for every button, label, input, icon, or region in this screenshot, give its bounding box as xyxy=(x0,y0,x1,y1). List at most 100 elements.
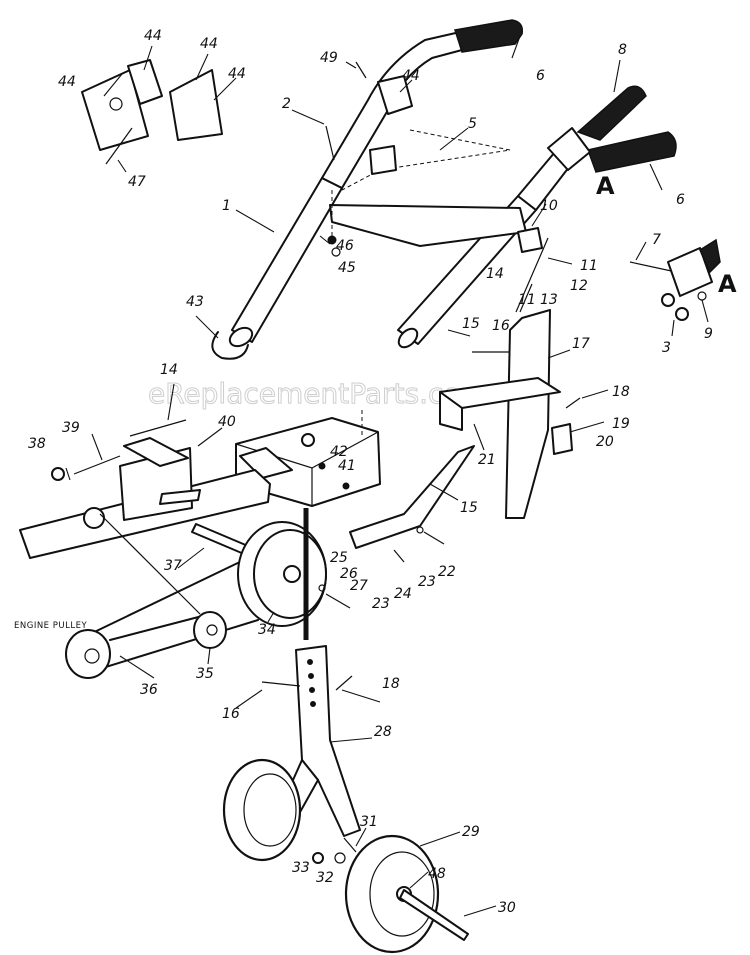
nut-38 xyxy=(51,467,65,481)
bracket-clip xyxy=(127,59,163,105)
bolt-42 xyxy=(342,482,350,490)
axle-bolt-30 xyxy=(399,889,469,941)
leader-40 xyxy=(197,427,223,447)
callout-15a: 15 xyxy=(462,316,480,332)
callout-17: 17 xyxy=(572,336,590,352)
callout-2: 2 xyxy=(282,96,291,112)
rear-wheel xyxy=(222,758,302,862)
bolt-22 xyxy=(423,531,445,545)
leader-lines xyxy=(65,35,709,917)
bracket-plate-right xyxy=(169,69,223,141)
leader-6b xyxy=(649,163,663,191)
screw-49 xyxy=(355,61,367,79)
clutch-lever xyxy=(576,85,647,141)
callout-1: 1 xyxy=(222,198,231,214)
callout-11a: 11 xyxy=(580,258,598,274)
callout-23b: 23 xyxy=(418,574,436,590)
bolt-7 xyxy=(629,261,677,273)
callout-18b: 18 xyxy=(382,676,400,692)
strut-hole xyxy=(308,673,314,679)
clip-19 xyxy=(551,423,573,455)
leader-28 xyxy=(329,737,373,743)
callout-41: 41 xyxy=(338,458,356,474)
spacer-31 xyxy=(343,837,357,853)
bolt-16-lower xyxy=(261,681,301,687)
bolt-27 xyxy=(325,593,351,609)
v-belt-36 xyxy=(85,559,259,671)
front-wheel-29 xyxy=(344,834,440,954)
leader-14b xyxy=(167,383,175,421)
support-leg-21 xyxy=(439,391,463,431)
engine-pulley-hub xyxy=(84,648,100,664)
arm-15 xyxy=(349,445,475,549)
callout-24: 24 xyxy=(394,586,412,602)
leader-44c xyxy=(195,53,209,81)
leader-21 xyxy=(473,423,485,451)
washer-23 xyxy=(416,526,424,534)
shaft-37 xyxy=(191,523,249,555)
callout-47: 47 xyxy=(128,174,146,190)
leader-6a xyxy=(511,35,521,59)
leader-37 xyxy=(177,547,205,569)
wheel-assembly xyxy=(222,645,469,954)
callout-34: 34 xyxy=(258,622,276,638)
callout-10: 10 xyxy=(540,198,558,214)
nut-32 xyxy=(312,852,324,864)
callout-6-right-grip: 6 xyxy=(676,192,685,208)
pin-18-lower xyxy=(335,675,353,691)
callout-16a: 16 xyxy=(492,318,510,334)
callout-12: 12 xyxy=(570,278,588,294)
bolt-41 xyxy=(318,462,326,470)
control-cable xyxy=(515,237,549,313)
leader-38 xyxy=(65,467,71,481)
callout-28: 28 xyxy=(374,724,392,740)
callout-20: 20 xyxy=(596,434,614,450)
callout-46: 46 xyxy=(336,238,354,254)
callout-7: 7 xyxy=(652,232,661,248)
plate-hole xyxy=(109,97,123,111)
leader-31 xyxy=(355,827,367,847)
callout-49: 49 xyxy=(320,50,338,66)
leader-7 xyxy=(635,241,647,261)
spacer-40 xyxy=(159,489,201,505)
cable-bracket xyxy=(517,227,543,253)
washer-45 xyxy=(331,247,341,257)
bracket-detail xyxy=(81,59,223,165)
leader-39 xyxy=(91,433,103,461)
leader-18a xyxy=(581,389,609,399)
watermark: eReplacementParts.com xyxy=(148,377,488,410)
leader-36 xyxy=(119,655,155,679)
leader-35 xyxy=(207,647,211,665)
detail-a-marker-detail: A xyxy=(718,270,737,298)
callout-39: 39 xyxy=(62,420,80,436)
leader-17 xyxy=(547,349,571,359)
leader-44a xyxy=(103,73,123,97)
detail-a-marker-handle: A xyxy=(596,172,615,200)
pin-47 xyxy=(105,127,133,165)
callout-44c: 44 xyxy=(200,36,218,52)
leader-16b xyxy=(235,689,263,709)
idler-hub xyxy=(206,624,218,636)
leader-18b xyxy=(341,689,381,703)
part-callouts: 1 2 3 5 6 6 7 8 9 10 11 11 12 13 14 14 1… xyxy=(14,28,737,916)
left-handle-tube xyxy=(231,177,343,343)
callout-14b: 14 xyxy=(160,362,178,378)
lever-stub xyxy=(699,238,721,274)
spring-39 xyxy=(73,455,121,475)
leader-46 xyxy=(319,235,331,245)
frame-assembly xyxy=(19,309,581,559)
callout-37: 37 xyxy=(164,558,182,574)
callout-29: 29 xyxy=(462,824,480,840)
callout-26: 26 xyxy=(340,566,358,582)
callout-31: 31 xyxy=(360,814,378,830)
callout-44a: 44 xyxy=(58,74,76,90)
wheel-strut-28 xyxy=(295,645,361,837)
callout-48: 48 xyxy=(428,866,446,882)
handle-tube-end xyxy=(228,326,254,348)
callout-16b: 16 xyxy=(222,706,240,722)
leader-44b xyxy=(143,45,153,71)
housing-stud xyxy=(301,433,315,447)
leader-30 xyxy=(463,905,497,917)
leader-44d xyxy=(213,77,237,101)
